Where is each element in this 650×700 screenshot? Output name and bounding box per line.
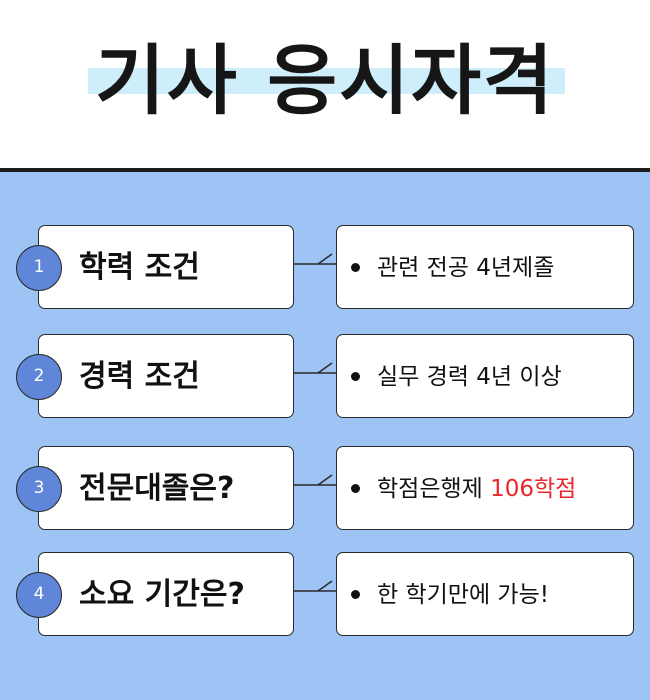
header: 기사 응시자격	[0, 0, 650, 170]
bullet-icon	[351, 263, 360, 272]
connector-arrow-icon	[294, 580, 338, 592]
label-box: 소요 기간은?	[38, 552, 294, 636]
number-badge: 3	[16, 466, 62, 512]
value-box: 실무 경력 4년 이상	[336, 334, 634, 418]
value-box: 한 학기만에 가능!	[336, 552, 634, 636]
number-badge: 2	[16, 354, 62, 400]
requirement-row-3: 전문대졸은? 3 학점은행제 106학점	[0, 446, 650, 530]
connector-arrow-icon	[294, 474, 338, 486]
bullet-icon	[351, 484, 360, 493]
page-title: 기사 응시자격	[95, 36, 555, 125]
value-box: 관련 전공 4년제졸	[336, 225, 634, 309]
requirement-row-1: 학력 조건 1 관련 전공 4년제졸	[0, 225, 650, 309]
label-box: 학력 조건	[38, 225, 294, 309]
requirement-row-4: 소요 기간은? 4 한 학기만에 가능!	[0, 552, 650, 636]
bullet-icon	[351, 590, 360, 599]
connector-arrow-icon	[294, 253, 338, 265]
connector-arrow-icon	[294, 362, 338, 374]
number-badge: 4	[16, 572, 62, 618]
requirement-value: 실무 경력 4년 이상	[377, 364, 562, 390]
divider	[0, 168, 650, 172]
bullet-icon	[351, 372, 360, 381]
number-badge: 1	[16, 245, 62, 291]
title-highlight	[88, 68, 565, 94]
requirement-label: 전문대졸은?	[79, 471, 235, 506]
requirement-label: 학력 조건	[79, 250, 200, 285]
highlight-credits: 106학점	[490, 476, 577, 502]
content-panel: 학력 조건 1 관련 전공 4년제졸 경력 조건 2 실무 경력 4년 이상 전…	[0, 172, 650, 700]
requirement-value: 학점은행제 106학점	[377, 476, 577, 502]
label-box: 경력 조건	[38, 334, 294, 418]
label-box: 전문대졸은?	[38, 446, 294, 530]
requirement-label: 소요 기간은?	[79, 577, 245, 612]
title-wrap: 기사 응시자격	[0, 36, 650, 126]
value-box: 학점은행제 106학점	[336, 446, 634, 530]
requirement-label: 경력 조건	[79, 359, 200, 394]
requirement-value: 한 학기만에 가능!	[377, 582, 549, 608]
requirement-row-2: 경력 조건 2 실무 경력 4년 이상	[0, 334, 650, 418]
requirement-value: 관련 전공 4년제졸	[377, 255, 555, 281]
